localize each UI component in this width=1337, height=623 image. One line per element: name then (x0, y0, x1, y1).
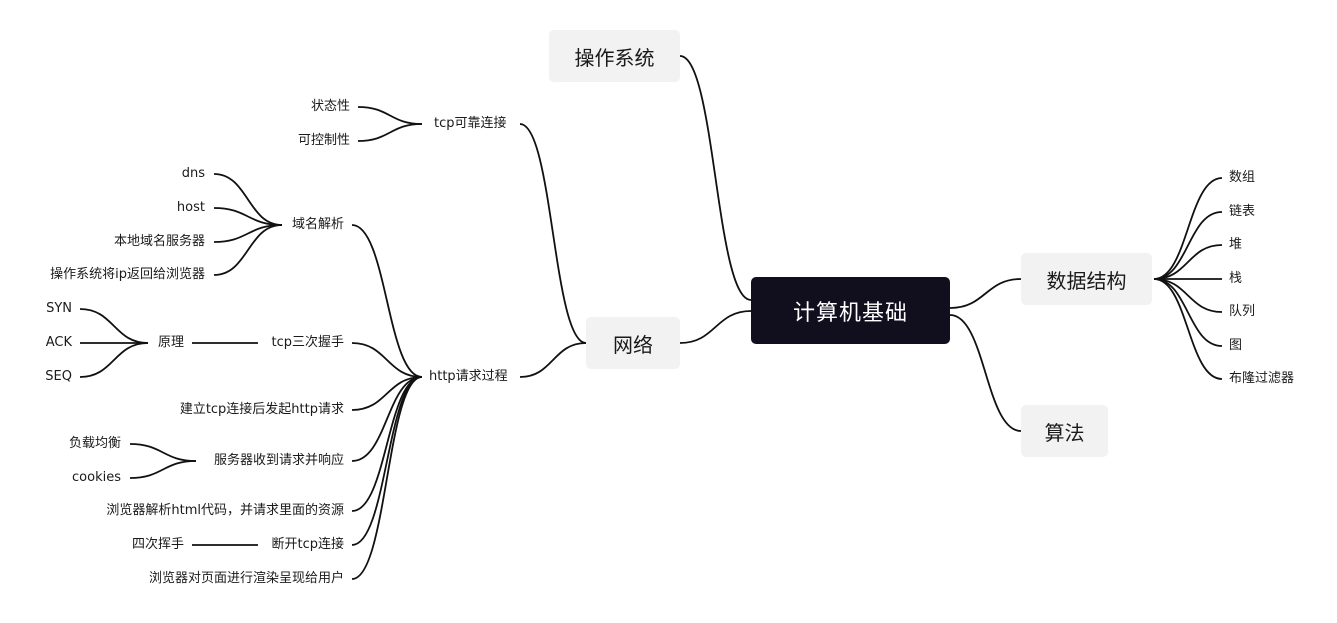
tcp-child-node[interactable]: 状态性 (310, 99, 350, 114)
branch-network[interactable]: 网络 (586, 317, 680, 369)
disconnect-node[interactable]: 断开tcp连接 (271, 537, 345, 552)
ds-child-node[interactable]: 数组 (1229, 170, 1256, 185)
principle-node[interactable]: 原理 (157, 335, 184, 350)
connector-line (351, 224, 423, 378)
connector-line (129, 443, 197, 462)
tcp-child-node[interactable]: 可控制性 (297, 133, 350, 148)
http-process-node[interactable]: http请求过程 (429, 369, 508, 384)
ds-child-node[interactable]: 图 (1229, 338, 1243, 353)
branch-algorithms[interactable]: 算法 (1021, 405, 1108, 457)
connector-line (519, 342, 587, 378)
connector-line (213, 224, 283, 243)
server-response-node[interactable]: 服务器收到请求并响应 (213, 453, 344, 468)
principle-child-node[interactable]: ACK (45, 335, 72, 350)
parse-html-node[interactable]: 浏览器解析html代码，并请求里面的资源 (106, 503, 344, 518)
connector-line (949, 314, 1022, 432)
connector-line (213, 173, 283, 226)
connector-line (79, 308, 149, 344)
connector-line (351, 376, 423, 580)
handshake-node[interactable]: tcp三次握手 (271, 335, 345, 350)
connector-line (213, 224, 283, 276)
ds-child-node[interactable]: 堆 (1229, 237, 1243, 252)
branch-os[interactable]: 操作系统 (549, 30, 680, 82)
dns-child-node[interactable]: 本地域名服务器 (113, 234, 205, 249)
connector-line (79, 342, 149, 378)
connector-line (1153, 244, 1223, 280)
connector-line (351, 376, 423, 411)
connector-line (679, 310, 752, 344)
connector-line (351, 376, 423, 462)
connector-line (357, 106, 423, 125)
dns-child-node[interactable]: host (176, 200, 205, 215)
render-node[interactable]: 浏览器对页面进行渲染呈现给用户 (148, 571, 344, 586)
server-child-node[interactable]: 负载均衡 (68, 436, 121, 451)
connector-line (949, 278, 1022, 309)
four-wave-node[interactable]: 四次挥手 (131, 537, 184, 552)
server-child-node[interactable]: cookies (72, 470, 121, 485)
ds-child-node[interactable]: 链表 (1229, 204, 1256, 219)
ds-child-node[interactable]: 队列 (1229, 304, 1256, 319)
dns-child-node[interactable]: dns (181, 166, 205, 181)
connector-line (1153, 177, 1223, 280)
send-request-node[interactable]: 建立tcp连接后发起http请求 (179, 402, 344, 417)
connector-line (357, 123, 423, 142)
ds-child-node[interactable]: 栈 (1229, 271, 1243, 286)
connector-line (351, 342, 423, 378)
root-node[interactable]: 计算机基础 (751, 277, 950, 344)
principle-child-node[interactable]: SEQ (45, 369, 72, 384)
principle-child-node[interactable]: SYN (46, 301, 72, 316)
connector-line (351, 376, 423, 512)
connector-line (519, 123, 587, 344)
dns-child-node[interactable]: 操作系统将ip返回给浏览器 (50, 267, 205, 282)
dns-resolution-node[interactable]: 域名解析 (291, 217, 344, 232)
connector-line (213, 207, 283, 226)
branch-data-structures[interactable]: 数据结构 (1021, 253, 1152, 305)
connector-line (1153, 278, 1223, 380)
tcp-reliable-node[interactable]: tcp可靠连接 (434, 116, 507, 131)
connector-line (351, 376, 423, 546)
ds-child-node[interactable]: 布隆过滤器 (1229, 371, 1295, 386)
connector-line (1153, 278, 1223, 313)
connector-line (129, 460, 197, 479)
connector-line (1153, 278, 1223, 347)
connector-line (1153, 211, 1223, 280)
connector-line (679, 55, 752, 301)
